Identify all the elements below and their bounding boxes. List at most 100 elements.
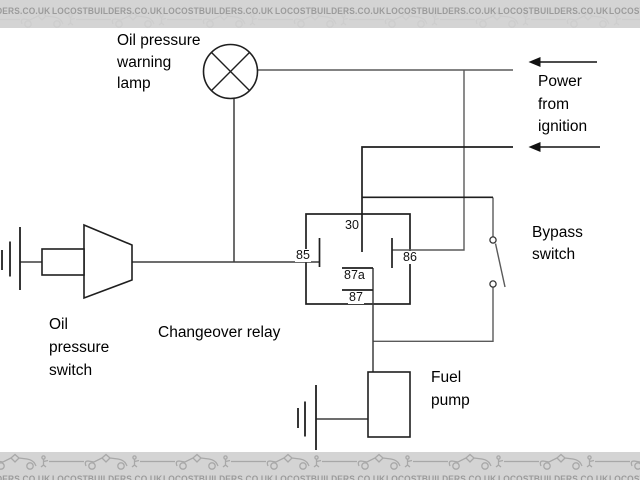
black-wires xyxy=(318,146,513,291)
watermark-text-cell: LOCOSTBUILDERS.CO.UK xyxy=(52,469,164,480)
gray-wires xyxy=(257,69,513,342)
power-label-line3: ignition xyxy=(538,118,588,135)
watermark-text-cell: LOCOSTBUILDERS.CO.UK xyxy=(163,1,275,19)
relay-terminal-85-label: 85 xyxy=(295,248,311,262)
warning-lamp-label-line2: warning xyxy=(117,53,172,71)
oil-switch-label-line2: pressure xyxy=(49,339,110,356)
watermark-text: LOCOSTBUILDERS.CO.UK xyxy=(0,6,51,17)
watermark-banner-bottom: LOCOSTBUILDERS.CO.UKLOCOSTBUILDERS.CO.UK… xyxy=(0,452,640,480)
car-icon xyxy=(131,453,219,470)
relay-terminal-87a-label: 87a xyxy=(343,268,366,282)
watermark-text-cell: LOCOSTBUILDERS.CO.UK xyxy=(386,469,498,480)
medium-wires xyxy=(20,98,374,420)
watermark-car-cell xyxy=(586,453,640,470)
car-icon xyxy=(313,453,401,470)
power-arrow-bottom xyxy=(528,142,600,152)
car-icon xyxy=(431,11,519,28)
watermark-text: LOCOSTBUILDERS.CO.UK xyxy=(386,474,497,480)
relay-terminal-87-label: 87 xyxy=(348,290,364,304)
watermark-car-cell xyxy=(0,11,67,28)
car-icon xyxy=(67,11,155,28)
watermark-text: LOCOSTBUILDERS.CO.UK xyxy=(386,6,497,17)
watermark-text-cell: LOCOSTBUILDERS.CO.UK xyxy=(163,469,275,480)
watermark-car-cell xyxy=(249,11,340,28)
power-label-line1: Power xyxy=(538,73,582,90)
watermark-text: LOCOSTBUILDERS.CO.UK xyxy=(274,6,385,17)
watermark-text-cell: LOCOSTBUILDERS.CO.UK xyxy=(275,1,387,19)
watermark-car-cell xyxy=(0,453,40,470)
oil-switch-label: Oil pressure switch xyxy=(49,313,109,382)
bypass-switch-label: Bypass switch xyxy=(532,222,583,265)
warning-lamp-label-line3: lamp xyxy=(117,75,151,92)
bypass-switch-blade xyxy=(494,243,506,288)
fuel-pump-label-line1: Fuel xyxy=(431,369,462,386)
warning-lamp-label-line1: Oil pressure xyxy=(117,32,201,49)
watermark-car-cell xyxy=(431,11,522,28)
car-icon xyxy=(340,11,428,28)
watermark-text-cell: LOCOSTBUILDERS.CO.UK xyxy=(52,1,164,19)
watermark-car-row-top xyxy=(0,11,640,28)
watermark-text: LOCOSTBUILDERS.CO.UK xyxy=(609,474,640,480)
car-icon xyxy=(404,453,492,470)
watermark-text: LOCOSTBUILDERS.CO.UK xyxy=(274,474,385,480)
watermark-text-cell: LOCOSTBUILDERS.CO.UK xyxy=(498,469,610,480)
watermark-text-cell: LOCOSTBUILDERS.CO.UK xyxy=(386,1,498,19)
watermark-banner-top: LOCOSTBUILDERS.CO.UKLOCOSTBUILDERS.CO.UK… xyxy=(0,0,640,28)
oil-switch-label-line3: switch xyxy=(49,362,93,379)
watermark-text: LOCOSTBUILDERS.CO.UK xyxy=(163,6,274,17)
car-icon xyxy=(0,11,64,28)
watermark-car-cell xyxy=(313,453,404,470)
bypass-label-line1: Bypass xyxy=(532,224,583,241)
fuel-pump-label: Fuel pump xyxy=(431,366,470,412)
car-icon xyxy=(249,11,337,28)
watermark-text-cell: LOCOSTBUILDERS.CO.UK xyxy=(498,1,610,19)
watermark-text-cell: LOCOSTBUILDERS.CO.UK xyxy=(609,1,640,19)
watermark-car-cell xyxy=(67,11,158,28)
ground-symbol-left xyxy=(1,227,21,290)
watermark-text: LOCOSTBUILDERS.CO.UK xyxy=(497,6,608,17)
watermark-car-cell xyxy=(495,453,586,470)
watermark-text: LOCOSTBUILDERS.CO.UK xyxy=(51,6,162,17)
car-icon xyxy=(522,11,610,28)
fuel-pump-box xyxy=(367,371,411,438)
watermark-car-cell xyxy=(522,11,613,28)
watermark-text-row-top: LOCOSTBUILDERS.CO.UKLOCOSTBUILDERS.CO.UK… xyxy=(0,1,640,19)
car-icon xyxy=(0,453,37,470)
watermark-text: LOCOSTBUILDERS.CO.UK xyxy=(609,6,640,17)
wire-power-to-30 xyxy=(361,146,513,252)
watermark-text: LOCOSTBUILDERS.CO.UK xyxy=(51,474,162,480)
oil-switch-label-line1: Oil xyxy=(49,316,68,333)
watermark-car-cell xyxy=(131,453,222,470)
car-icon xyxy=(495,453,583,470)
watermark-text: LOCOSTBUILDERS.CO.UK xyxy=(0,474,51,480)
watermark-text-cell: LOCOSTBUILDERS.CO.UK xyxy=(275,469,387,480)
warning-lamp-label: Oil pressure warning lamp xyxy=(117,30,201,95)
watermark-car-cell xyxy=(40,453,131,470)
power-source-label: Power from ignition xyxy=(538,71,587,139)
watermark-car-cell xyxy=(222,453,313,470)
watermark-text-cell: LOCOSTBUILDERS.CO.UK xyxy=(0,469,52,480)
ground-symbol-bottom xyxy=(297,385,317,450)
watermark-car-cell xyxy=(158,11,249,28)
bypass-label-line2: switch xyxy=(532,245,576,263)
watermark-car-row-bottom xyxy=(0,453,640,470)
relay-terminal-30-label: 30 xyxy=(344,218,360,232)
watermark-text: LOCOSTBUILDERS.CO.UK xyxy=(163,474,274,480)
car-icon xyxy=(222,453,310,470)
relay-label: Changeover relay xyxy=(158,324,281,341)
watermark-text-row-bottom: LOCOSTBUILDERS.CO.UKLOCOSTBUILDERS.CO.UK… xyxy=(0,469,640,480)
car-icon xyxy=(586,455,640,470)
wire-bypass-bottom xyxy=(373,287,494,342)
power-arrow-top xyxy=(528,57,597,67)
watermark-text-cell: LOCOSTBUILDERS.CO.UK xyxy=(609,469,640,480)
watermark-car-cell xyxy=(404,453,495,470)
car-icon xyxy=(158,11,246,28)
power-label-line2: from xyxy=(538,95,569,113)
watermark-text: LOCOSTBUILDERS.CO.UK xyxy=(497,474,608,480)
watermark-text-cell: LOCOSTBUILDERS.CO.UK xyxy=(0,1,52,19)
warning-lamp-icon xyxy=(202,43,259,100)
watermark-car-cell xyxy=(340,11,431,28)
car-icon xyxy=(40,453,128,470)
